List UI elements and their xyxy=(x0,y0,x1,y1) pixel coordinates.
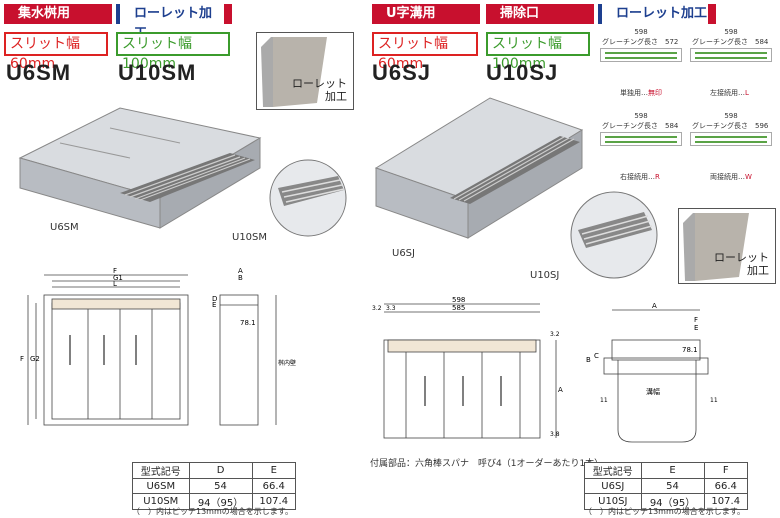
dim-3-2-side: 3.2 xyxy=(550,331,560,338)
dim-f-right: F xyxy=(694,316,698,324)
dim-b-right: B xyxy=(586,356,591,364)
model-code-u10sm: U10SM xyxy=(118,60,197,85)
dim-l: L xyxy=(113,280,117,288)
slit-60-badge-right: スリット幅60mm xyxy=(372,32,478,72)
product-u6sm-image xyxy=(18,107,262,229)
model-code-u10sj: U10SJ xyxy=(486,60,559,85)
caption-u10sm: U10SM xyxy=(232,232,268,243)
product-u6sj-image xyxy=(374,97,584,239)
dim-f: F xyxy=(113,267,117,275)
dim-3-2: 3.2 xyxy=(372,305,382,312)
dim-585: 585 xyxy=(452,304,465,312)
dim-basin-inner: 桝内壁 xyxy=(278,359,296,367)
dim-b: B xyxy=(238,274,243,282)
tag-knurl: ローレット加工 xyxy=(116,4,232,41)
accessory-note: 付属部品：六角棒スパナ 呼び4（1オーダーあたり1本） xyxy=(370,459,604,469)
zoom-circle-u10sj xyxy=(570,191,658,279)
grating-right: 598 グレーチング長さ 584 右接続用…R xyxy=(596,112,686,181)
dim-78-1-right: 78.1 xyxy=(682,346,698,354)
dim-a: A xyxy=(238,267,243,275)
dim-a-section: A xyxy=(652,302,657,310)
slit-100-badge: スリット幅100mm xyxy=(116,32,230,72)
dim-c-right: C xyxy=(594,352,599,360)
dim-598: 598 xyxy=(452,296,465,304)
grating-both: 598 グレーチング長さ 596 両接続用…W xyxy=(686,112,776,181)
note-right: （ ）内はピッチ13mmの場合を示します。 xyxy=(584,507,745,516)
knurl-photo-right xyxy=(683,213,749,281)
dim-d: D xyxy=(212,295,217,303)
dim-11-left: 11 xyxy=(600,397,608,404)
zoom-circle-u10sm xyxy=(269,159,347,237)
dim-11-right: 11 xyxy=(710,397,718,404)
tag-u-ditch: U字溝用 xyxy=(372,4,480,24)
dim-a-right: A xyxy=(558,386,563,394)
grating-single: 598 グレーチング長さ 572 単独用…無印 xyxy=(596,28,686,97)
knurl-photo xyxy=(261,37,327,107)
dim-e-right: E xyxy=(694,324,698,332)
model-code-u6sj: U6SJ xyxy=(372,60,432,85)
tag-catch-basin: 集水桝用 xyxy=(4,4,112,24)
dim-78-1: 78.1 xyxy=(240,319,256,327)
dim-g2: G2 xyxy=(30,355,40,363)
dim-ditch-width: 溝幅 xyxy=(646,387,660,396)
caption-u6sj: U6SJ xyxy=(392,248,415,259)
dim-e: E xyxy=(212,301,216,309)
slit-60-badge: スリット幅60mm xyxy=(4,32,108,72)
dim-3-3: 3.3 xyxy=(386,305,396,312)
note-left: （ ）内はピッチ13mmの場合を示します。 xyxy=(132,507,293,516)
model-code-u6sm: U6SM xyxy=(6,60,72,85)
knurl-label-right: ローレット加工 xyxy=(714,251,769,277)
tag-cleanout: 掃除口 xyxy=(486,4,594,24)
drawing-u6sj-section: A B C F E 78.1 溝幅 11 11 xyxy=(586,302,718,443)
grating-left: 598 グレーチング長さ 584 左接続用…L xyxy=(686,28,776,97)
caption-u6sm: U6SM xyxy=(50,222,79,233)
dim-3-8: 3.8 xyxy=(550,431,560,438)
knurl-photo-box: ローレット加工 xyxy=(256,32,354,110)
dim-f-side: F xyxy=(20,355,24,363)
knurl-photo-box-right: ローレット加工 xyxy=(678,208,776,284)
tag-knurl-right: ローレット加工 xyxy=(598,4,716,24)
drawing-u6sm-plan: F G1 L F G2 A B D E 78.1 桝内壁 xyxy=(20,267,296,426)
caption-u10sj: U10SJ xyxy=(530,270,560,281)
slit-100-badge-right: スリット幅100mm xyxy=(486,32,590,72)
knurl-label: ローレット加工 xyxy=(292,77,347,103)
dim-g1: G1 xyxy=(113,274,123,282)
drawing-u6sj-plan: 598 585 3.2 3.3 3.2 A 3.8 xyxy=(372,296,563,439)
